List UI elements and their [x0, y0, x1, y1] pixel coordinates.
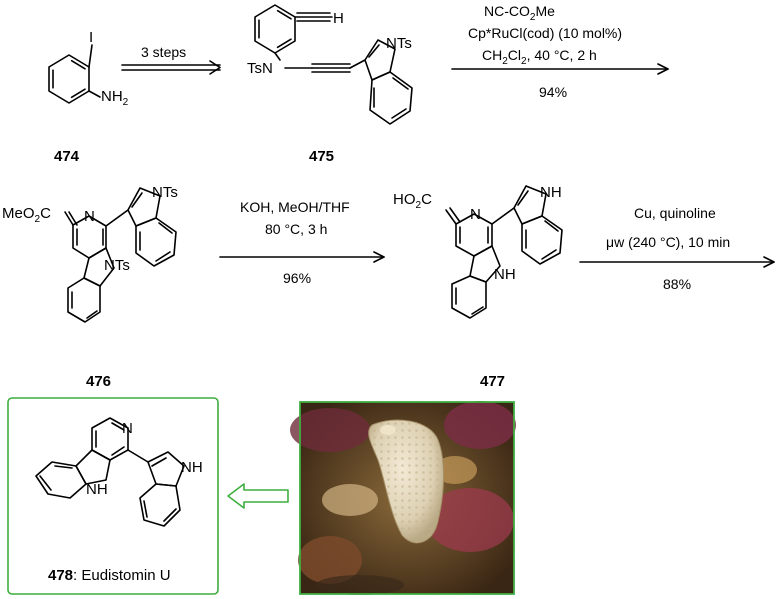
pyridine-n-477: N — [470, 206, 481, 223]
pyridine-n-476: N — [84, 208, 95, 225]
tunicate-photo — [290, 401, 516, 595]
step-4-yield: 88% — [663, 276, 691, 292]
step-2-line-3: CH2Cl2, 40 °C, 2 h — [482, 47, 597, 67]
compound-478: N NH NH 478: Eudistomin U — [35, 417, 203, 584]
compound-478-caption: 478: Eudistomin U — [48, 567, 171, 584]
step-3-line-2: 80 °C, 3 h — [265, 221, 327, 237]
arrow-step-3: KOH, MeOH/THF 80 °C, 3 h 96% — [219, 199, 385, 286]
step-4-line-1: Cu, quinoline — [634, 205, 716, 221]
compound-475-number: 475 — [309, 148, 334, 165]
nts-label-476-top: NTs — [152, 184, 178, 201]
nts-label-475: NTs — [386, 35, 412, 52]
compound-477: HO2C N NH NH 477 — [393, 184, 563, 390]
compound-476-number: 476 — [86, 373, 111, 390]
arrow-step-4: Cu, quinoline μw (240 °C), 10 min 88% — [579, 205, 775, 292]
step-1-reagent: 3 steps — [141, 44, 186, 60]
pyridine-n-478: N — [122, 420, 133, 437]
nh-label-477-bottom: NH — [494, 266, 516, 283]
arrow-step-1: 3 steps — [121, 44, 221, 75]
photo-frame — [299, 401, 515, 595]
iodo-label: I — [89, 29, 93, 46]
step-2-yield: 94% — [539, 84, 567, 100]
amine-label: NH2 — [101, 88, 129, 108]
nh-label-478-left: NH — [86, 481, 108, 498]
tsn-label: TsN — [247, 60, 273, 77]
arrow-step-2: NC-CO2Me Cp*RuCl(cod) (10 mol%) CH2Cl2, … — [451, 3, 669, 100]
step-2-line-2: Cp*RuCl(cod) (10 mol%) — [468, 25, 622, 41]
alkyne-h-label: H — [333, 10, 344, 27]
compound-474: I NH2 474 — [48, 29, 129, 165]
nh-label-478-right: NH — [181, 459, 203, 476]
step-3-line-1: KOH, MeOH/THF — [240, 199, 350, 215]
nts-label-476-bottom: NTs — [104, 257, 130, 274]
acid-label: HO2C — [393, 191, 432, 211]
hollow-arrow-left — [227, 483, 289, 509]
product-box — [7, 397, 219, 595]
compound-477-number: 477 — [480, 373, 505, 390]
ester-label: MeO2C — [2, 205, 51, 225]
step-2-line-1: NC-CO2Me — [484, 3, 555, 23]
step-3-yield: 96% — [283, 270, 311, 286]
nh-label-477-top: NH — [540, 184, 562, 201]
compound-474-number: 474 — [54, 148, 80, 165]
compound-476: MeO2C N NTs NTs 476 — [2, 184, 178, 390]
compound-475: H TsN NTs 475 — [247, 4, 413, 165]
step-4-line-2: μw (240 °C), 10 min — [606, 234, 730, 250]
